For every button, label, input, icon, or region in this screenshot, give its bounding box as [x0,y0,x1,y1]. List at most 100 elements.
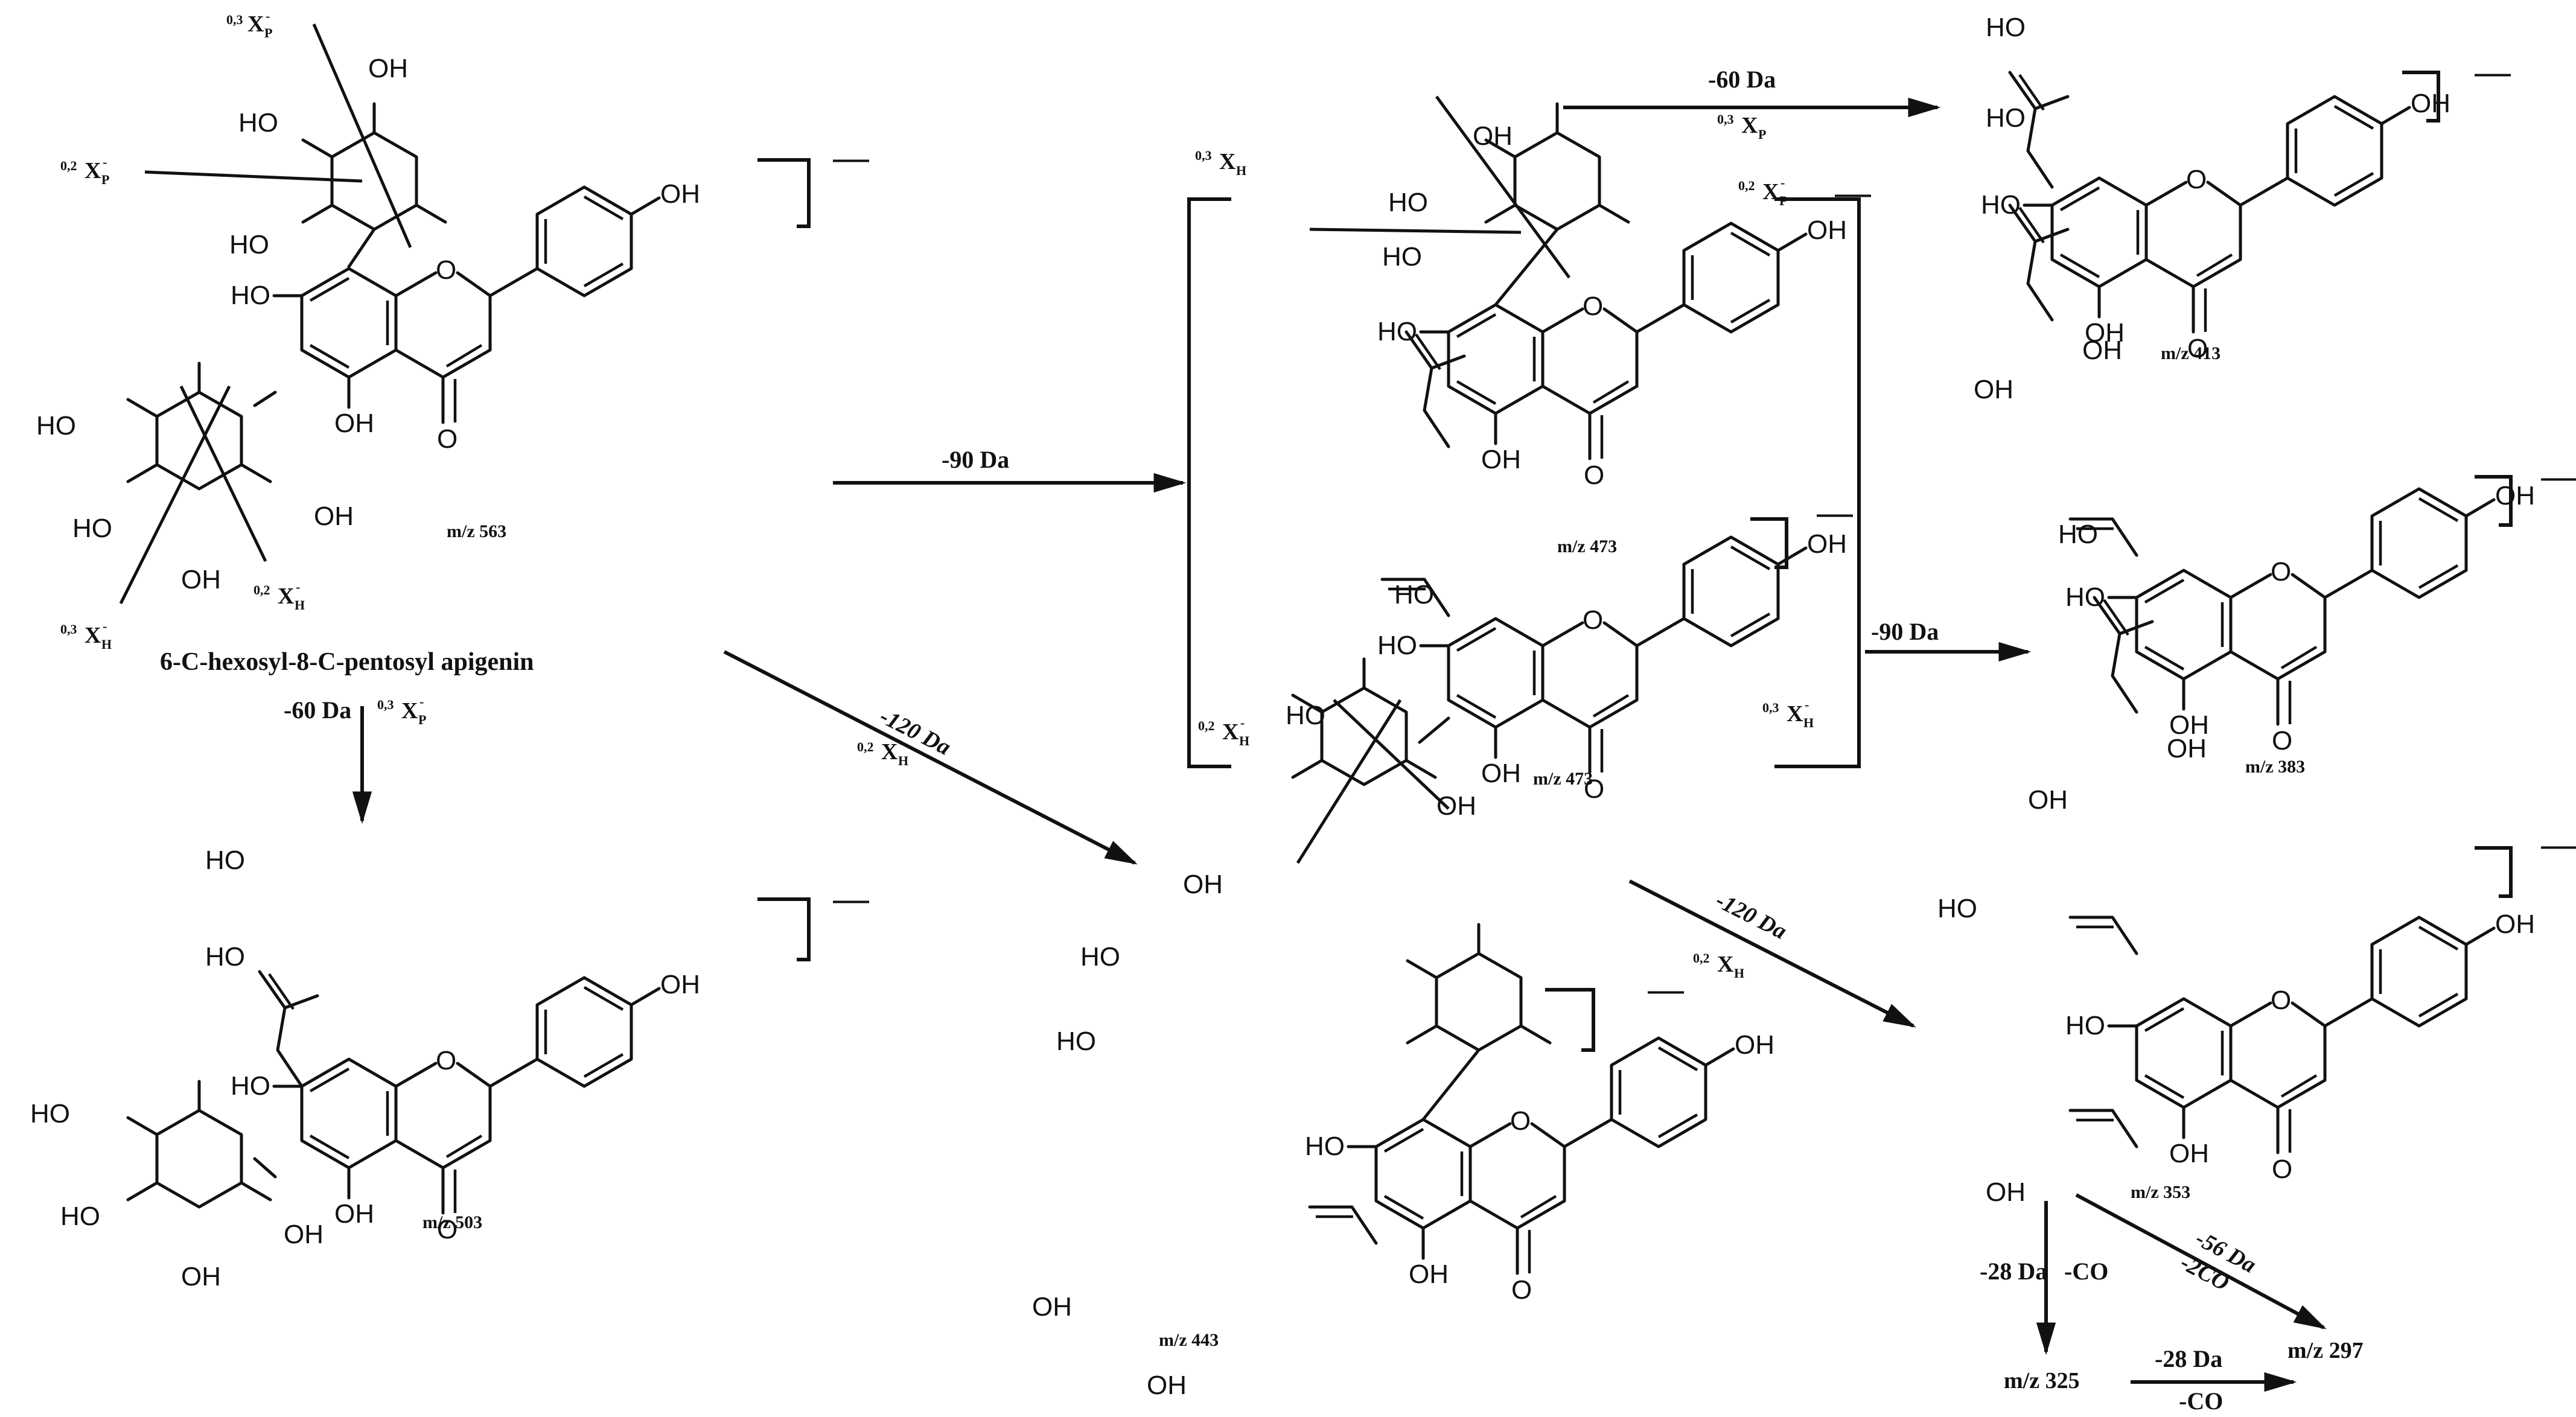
loss-90-second-label: -90 Da [1871,618,1939,645]
fragment-503-mz: m/z 503 [422,1212,482,1232]
loss-28-co-label: -CO [2064,1258,2108,1285]
svg-text:X: X [84,623,101,648]
svg-text:X: X [247,11,264,37]
cleavage-label-473-loss-60: 0,3 X P [1717,112,1766,142]
svg-text:—: — [2541,824,2576,865]
svg-text:X: X [401,698,418,724]
loss-60-label: -60 Da [284,696,351,724]
cleavage-label-473-loss-120: 0,2 X H [1693,951,1744,981]
cleavage-label-473-pentose: 0,2 X P - [1738,175,1787,208]
svg-text:OH: OH [1183,870,1223,899]
svg-text:X: X [1717,952,1733,977]
svg-text:—: — [833,138,869,178]
compound-name: 6-C-hexosyl-8-C-pentosyl apigenin [160,648,534,676]
precursor-structure: OH HO HO HO HO OH OH — [36,24,869,605]
svg-text:HO: HO [238,108,278,138]
svg-text:—: — [2475,52,2511,92]
loss-90-label: -90 Da [942,446,1009,473]
arrow-473-to-353 [1628,879,1916,1028]
fragment-297-mz: m/z 297 [2287,1338,2364,1363]
svg-text:P: P [264,25,272,40]
svg-text:—: — [2541,456,2576,497]
svg-text:OH: OH [2082,336,2122,365]
svg-text:-: - [1805,697,1809,712]
cleavage-label-precursor-left: 0,2 X P - [60,154,109,187]
svg-text:HO: HO [1382,242,1422,272]
svg-text:OH: OH [181,1262,221,1291]
svg-text:HO: HO [1388,188,1428,217]
svg-text:HO: HO [205,942,245,972]
svg-text:0,3: 0,3 [1717,112,1734,127]
cleavage-label-precursor-top: 0,3 X P - [226,8,272,40]
svg-text:OH: OH [1974,375,2013,404]
svg-text:OH: OH [314,502,354,531]
cleavage-label-loss-120: 0,2 X H - [857,735,908,768]
svg-text:H: H [898,753,908,768]
fragment-413-mz: m/z 413 [2161,343,2221,363]
svg-text:OH: OH [1473,121,1513,151]
svg-text:OH: OH [284,1220,324,1249]
svg-text:H: H [1734,966,1744,981]
svg-text:H: H [101,637,112,652]
svg-text:HO: HO [1080,942,1120,972]
fragment-473a-mz: m/z 473 [1557,537,1617,556]
svg-text:-: - [103,154,107,170]
svg-text:-: - [103,619,107,634]
svg-text:0,2: 0,2 [253,582,270,597]
svg-text:X: X [881,739,897,765]
svg-text:-: - [296,579,300,594]
svg-text:HO: HO [1937,894,1977,923]
svg-text:HO: HO [2058,520,2098,549]
svg-text:H: H [1236,163,1246,178]
cleavage-label-473-loss-90: 0,3 X H - [1762,697,1814,730]
svg-text:0,2: 0,2 [857,739,874,754]
svg-text:HO: HO [1986,103,2026,133]
svg-text:H: H [1803,715,1814,730]
fragment-443-mz: m/z 443 [1159,1330,1219,1350]
fragment-353-mz: m/z 353 [2131,1182,2190,1202]
svg-text:OH: OH [1436,791,1476,821]
arrow-563-to-443 [723,650,1138,865]
svg-text:0,3: 0,3 [60,622,77,637]
loss-28-second-label: -28 Da [2155,1345,2222,1372]
precursor-mz: m/z 563 [447,521,506,541]
fragment-473a-structure: OH HO HO — [1309,95,1871,490]
svg-text:HO: HO [30,1099,70,1129]
svg-text:—: — [1648,969,1684,1010]
svg-text:OH: OH [181,565,221,594]
svg-text:HO: HO [229,230,269,260]
svg-text:-: - [266,8,270,24]
svg-text:OH: OH [2167,734,2207,763]
svg-text:HO: HO [72,514,112,543]
cleavage-label-precursor-bottom: 0,2 X H - [253,579,305,613]
svg-text:-: - [1781,175,1785,190]
svg-text:OH: OH [368,54,408,83]
svg-text:0,3: 0,3 [1195,148,1212,163]
fragment-383-mz: m/z 383 [2245,757,2305,777]
loss-28-label: -28 Da [1980,1258,2047,1285]
loss-120-second-label: -120 Da [1712,888,1791,944]
svg-text:-: - [1240,715,1245,730]
svg-text:0,3: 0,3 [377,697,394,712]
svg-text:HO: HO [1286,701,1325,730]
svg-text:HO: HO [1394,580,1434,610]
fragment-383-structure: HO OH OH — [2028,456,2576,815]
cleavage-label-473-top: 0,3 X H [1195,148,1246,178]
svg-text:H: H [295,597,305,613]
fragment-473b-structure: HO HO OH — [1286,492,1853,864]
svg-text:—: — [1817,492,1853,533]
svg-text:X: X [84,158,101,183]
loss-28-second-co-label: -CO [2179,1387,2223,1415]
svg-text:HO: HO [60,1202,100,1231]
svg-text:HO: HO [36,411,76,441]
svg-text:0,3: 0,3 [226,12,243,27]
cleavage-label-473-hexose-left: 0,2 X H - [1198,715,1249,748]
svg-text:OH: OH [1986,1177,2026,1207]
svg-text:X: X [278,584,294,609]
svg-text:0,2: 0,2 [1738,178,1755,193]
svg-text:HO: HO [1986,13,2026,42]
svg-text:0,2: 0,2 [1198,718,1215,733]
svg-text:OH: OH [1147,1371,1187,1400]
svg-text:P: P [101,172,109,187]
svg-text:0,2: 0,2 [1693,951,1710,966]
